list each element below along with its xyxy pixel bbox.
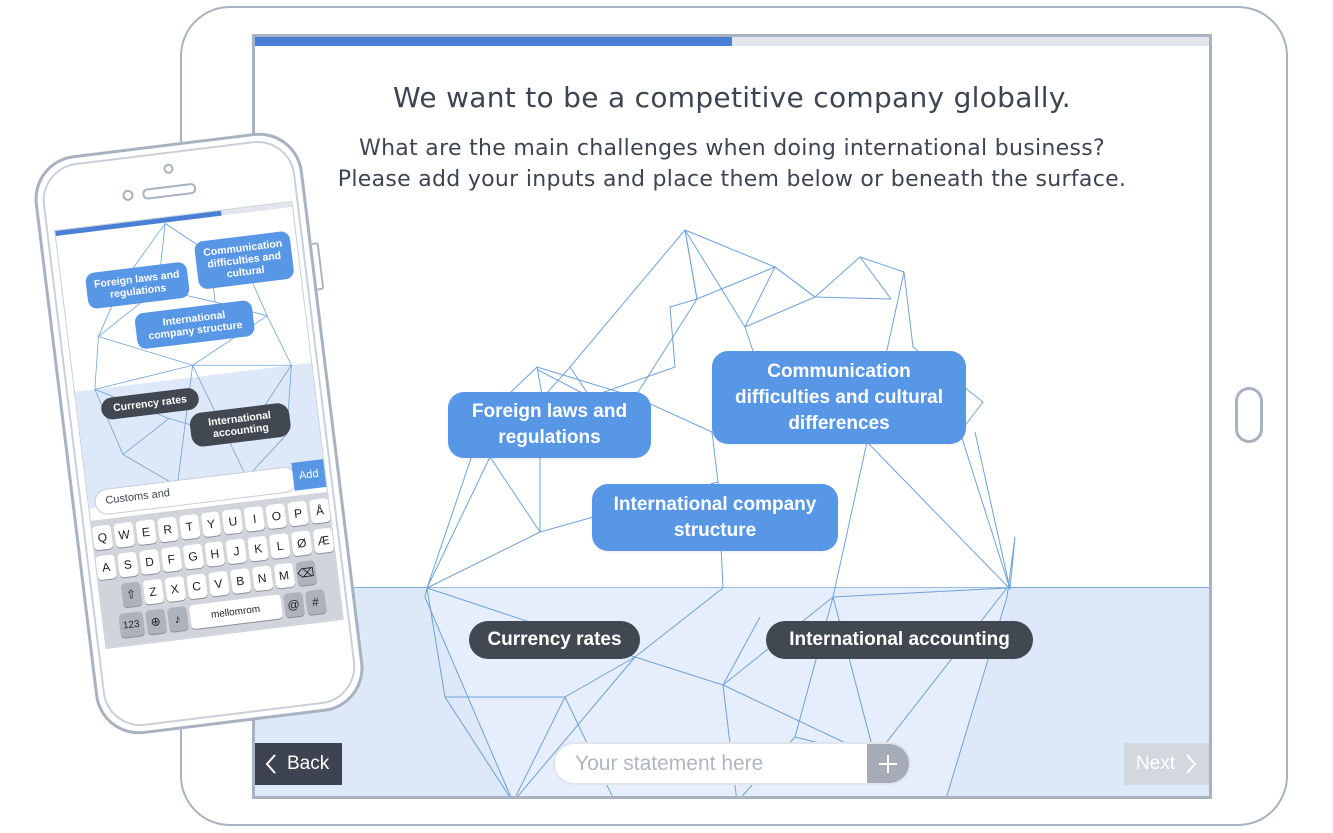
key-row3-5[interactable]: N	[251, 565, 274, 592]
tablet-home-button	[1235, 387, 1263, 443]
key-row2-4[interactable]: G	[182, 543, 204, 570]
key-row2-8[interactable]: L	[269, 532, 291, 560]
next-button[interactable]: Next	[1124, 743, 1209, 785]
space-key[interactable]: mellomrom	[188, 594, 283, 630]
key-row2-2[interactable]: D	[138, 548, 161, 576]
key-row2-6[interactable]: J	[225, 538, 248, 565]
key-row2-0[interactable]: A	[95, 554, 117, 581]
key-row1-6[interactable]: U	[222, 508, 244, 535]
shift-key[interactable]: ⇧	[120, 581, 143, 608]
key-row2-7[interactable]: K	[247, 535, 270, 562]
key-row3-2[interactable]: C	[185, 573, 208, 600]
chevron-right-icon	[1186, 754, 1197, 774]
statement-input[interactable]	[555, 744, 870, 783]
key-row2-3[interactable]: F	[160, 546, 183, 573]
key-row3-6[interactable]: M	[273, 562, 295, 589]
subtitle-line-1: What are the main challenges when doing …	[359, 136, 1105, 161]
progress-bar	[255, 37, 1209, 46]
key-row1-5[interactable]: Y	[200, 511, 222, 538]
back-button[interactable]: Back	[255, 743, 342, 785]
note-communication[interactable]: Communication difficulties and cultural …	[712, 351, 966, 444]
key-row1-2[interactable]: E	[135, 519, 157, 546]
question-title: We want to be a competitive company glob…	[393, 81, 1071, 114]
microphone-icon[interactable]: ♪	[166, 605, 189, 633]
note-currency-rates[interactable]: Currency rates	[469, 621, 640, 659]
numbers-key[interactable]: 123	[117, 611, 145, 639]
key-row3-3[interactable]: V	[207, 570, 230, 597]
globe-icon[interactable]: ⊕	[144, 608, 167, 635]
chevron-left-icon	[265, 754, 276, 774]
tablet-screen: We want to be a competitive company glob…	[252, 34, 1212, 799]
key-row1-1[interactable]: W	[113, 521, 136, 548]
key-row2-1[interactable]: S	[116, 551, 139, 578]
note-international-accounting[interactable]: International accounting	[766, 621, 1033, 659]
backspace-key[interactable]: ⌫	[294, 559, 317, 587]
note-company-structure[interactable]: International company structure	[592, 484, 838, 551]
key-row1-9[interactable]: P	[287, 500, 309, 527]
note-foreign-laws[interactable]: Foreign laws and regulations	[448, 392, 651, 458]
phone-device: Foreign laws and regulations Communicati…	[29, 127, 369, 740]
key-row2-5[interactable]: H	[203, 540, 226, 568]
subtitle-line-2: Please add your inputs and place them be…	[337, 167, 1127, 192]
question-subtitle: What are the main challenges when doing …	[255, 133, 1209, 195]
key-row1-4[interactable]: T	[178, 513, 201, 540]
hash-key[interactable]: #	[304, 589, 327, 616]
key-row1-10[interactable]: Å	[309, 497, 331, 524]
at-key[interactable]: @	[282, 591, 305, 618]
key-row3-0[interactable]: Z	[142, 578, 164, 605]
key-row1-8[interactable]: O	[265, 503, 288, 530]
plus-icon	[879, 754, 897, 773]
key-row3-1[interactable]: X	[163, 576, 186, 603]
key-row1-7[interactable]: I	[243, 505, 266, 532]
next-label: Next	[1135, 753, 1176, 774]
key-row1-0[interactable]: Q	[91, 524, 114, 551]
key-row2-10[interactable]: Æ	[312, 527, 335, 554]
statement-box	[553, 742, 911, 785]
add-statement-button[interactable]	[867, 744, 909, 783]
key-row1-3[interactable]: R	[156, 516, 179, 543]
phone-screen: Foreign laws and regulations Communicati…	[54, 200, 344, 649]
key-row3-4[interactable]: B	[229, 567, 252, 595]
back-label: Back	[287, 753, 330, 774]
key-row2-9[interactable]: Ø	[290, 530, 313, 557]
phone-add-button[interactable]: Add	[291, 459, 327, 491]
progress-fill	[255, 37, 732, 46]
